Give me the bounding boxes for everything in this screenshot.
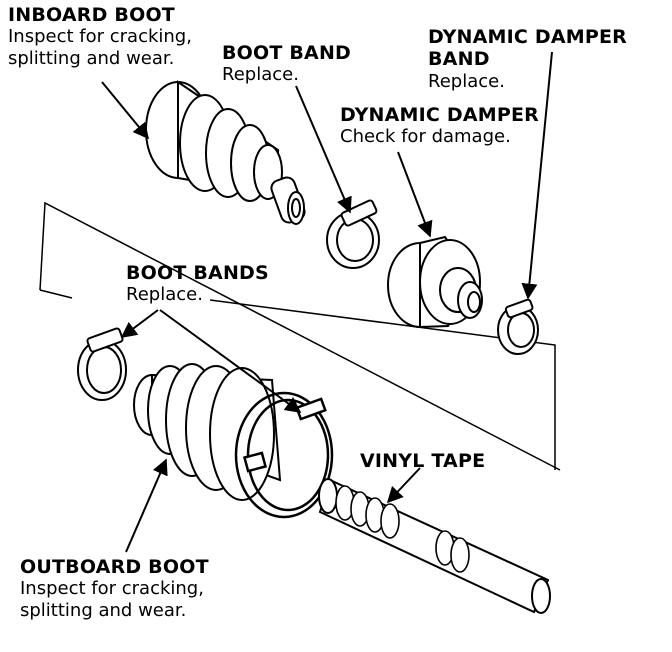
dynamic-damper-band-label: DYNAMIC DAMPER BAND Replace. [428,26,627,92]
outboard-boot-label: OUTBOARD BOOT Inspect for cracking, spli… [20,556,209,621]
outboard-boot-note-1: Inspect for cracking, [20,578,204,600]
boot-bands-label: BOOT BANDS Replace. [126,262,269,306]
outboard-boot-band-large [234,391,334,519]
boot-band-note: Replace. [222,64,299,86]
dynamic-damper-title: DYNAMIC DAMPER [340,104,540,126]
vinyl-tape-wrap [335,485,470,573]
outboard-boot-band-small [77,327,127,401]
dynamic-damper-band-title-1: DYNAMIC DAMPER [428,26,628,48]
dynamic-damper-band [497,298,539,355]
vinyl-tape-title: VINYL TAPE [360,450,486,472]
inboard-boot-label: INBOARD BOOT Inspect for cracking, split… [8,4,192,69]
inboard-boot-band [326,199,380,269]
inboard-boot [145,80,306,225]
outboard-boot [133,363,282,501]
dynamic-damper-note: Check for damage. [340,126,511,148]
inboard-boot-note-2: splitting and wear. [8,47,175,69]
dynamic-damper-label: DYNAMIC DAMPER Check for damage. [340,104,539,148]
inboard-boot-note-1: Inspect for cracking, [8,26,192,48]
reference-plane [39,201,561,471]
boot-band-title: BOOT BAND [222,42,352,64]
boot-bands-title: BOOT BANDS [126,262,269,284]
dynamic-damper [387,235,483,329]
vinyl-tape-label: VINYL TAPE [360,450,485,472]
inboard-boot-title: INBOARD BOOT [8,4,175,26]
leader-arrows [101,51,553,553]
outboard-boot-title: OUTBOARD BOOT [20,556,209,578]
dynamic-damper-band-title-2: BAND [428,48,490,71]
boot-bands-note: Replace. [126,284,203,306]
dynamic-damper-band-note: Replace. [428,70,505,92]
boot-band-label: BOOT BAND Replace. [222,42,351,86]
outboard-boot-note-2: splitting and wear. [20,599,187,621]
